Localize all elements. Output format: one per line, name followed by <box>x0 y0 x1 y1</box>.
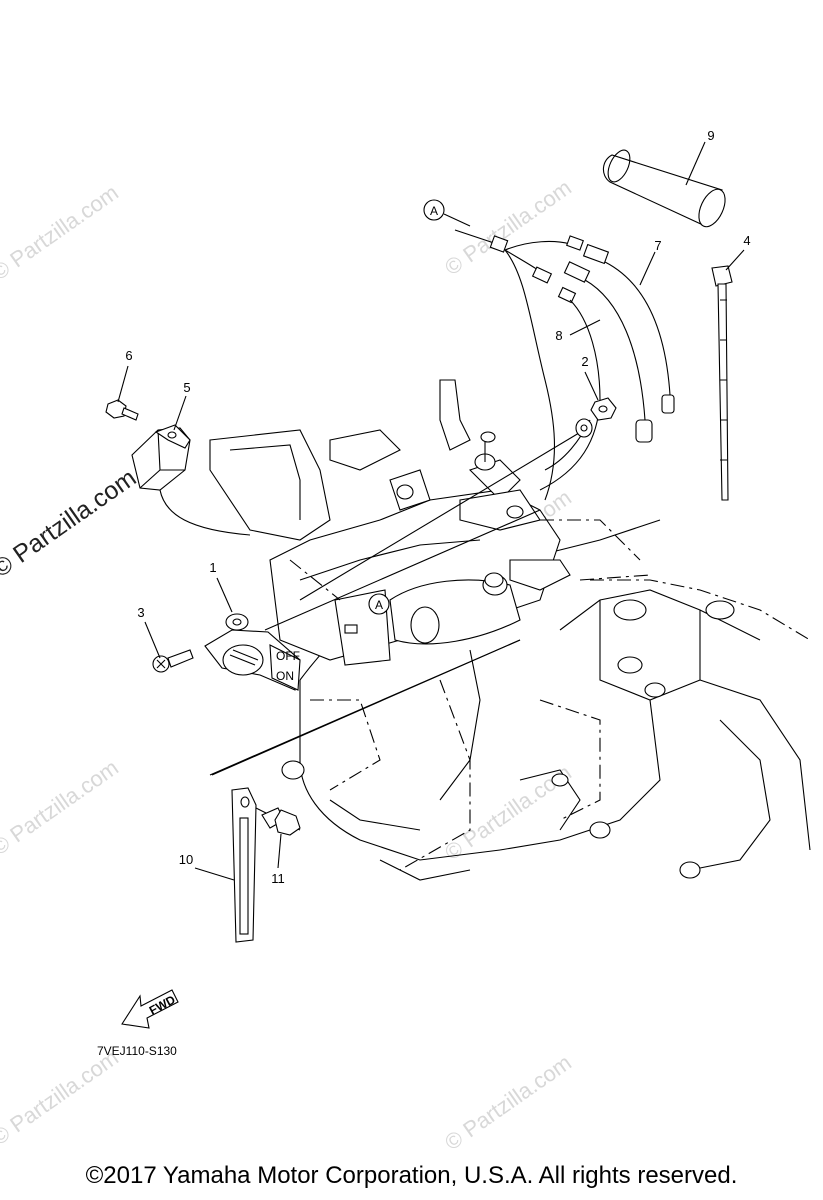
part-sleeve-tube <box>602 149 726 228</box>
callout-1: 1 <box>209 560 216 575</box>
copyright-footer: ©2017 Yamaha Motor Corporation, U.S.A. A… <box>85 1162 738 1189</box>
leader-lines <box>117 141 745 881</box>
part-ground-strap <box>231 787 257 943</box>
diagram-code: 7VEJ110-S130 <box>97 1044 177 1058</box>
strap-mount-line <box>211 639 521 776</box>
svg-text:A: A <box>375 598 383 612</box>
reference-marker-a-top: A <box>423 199 471 227</box>
part-switch: OFF ON <box>204 613 301 691</box>
svg-text:A: A <box>430 204 438 218</box>
reference-marker-a-bottom: A <box>368 593 390 615</box>
callout-2: 2 <box>581 354 588 369</box>
callout-3: 3 <box>137 605 144 620</box>
switch-off-label: OFF <box>276 649 300 663</box>
throttle-bracket <box>209 379 651 666</box>
fwd-arrow-icon: FWD <box>121 989 179 1029</box>
callout-5: 5 <box>183 380 190 395</box>
part-wire-leads <box>454 229 675 501</box>
callout-11: 11 <box>271 871 285 886</box>
callout-9: 9 <box>707 128 714 143</box>
switch-on-label: ON <box>276 669 294 683</box>
ring-terminal <box>575 418 593 438</box>
part-screw <box>152 649 194 673</box>
part-relay <box>131 424 251 536</box>
callout-10: 10 <box>179 852 193 867</box>
callout-4: 4 <box>743 233 750 248</box>
part-bolt-relay <box>105 399 139 421</box>
part-nut <box>590 397 617 421</box>
callout-8: 8 <box>555 328 562 343</box>
callout-6: 6 <box>125 348 132 363</box>
callout-7: 7 <box>654 238 661 253</box>
part-cable-tie <box>711 265 733 501</box>
engine-block-outline <box>281 519 811 881</box>
part-bolt-strap <box>261 807 301 836</box>
